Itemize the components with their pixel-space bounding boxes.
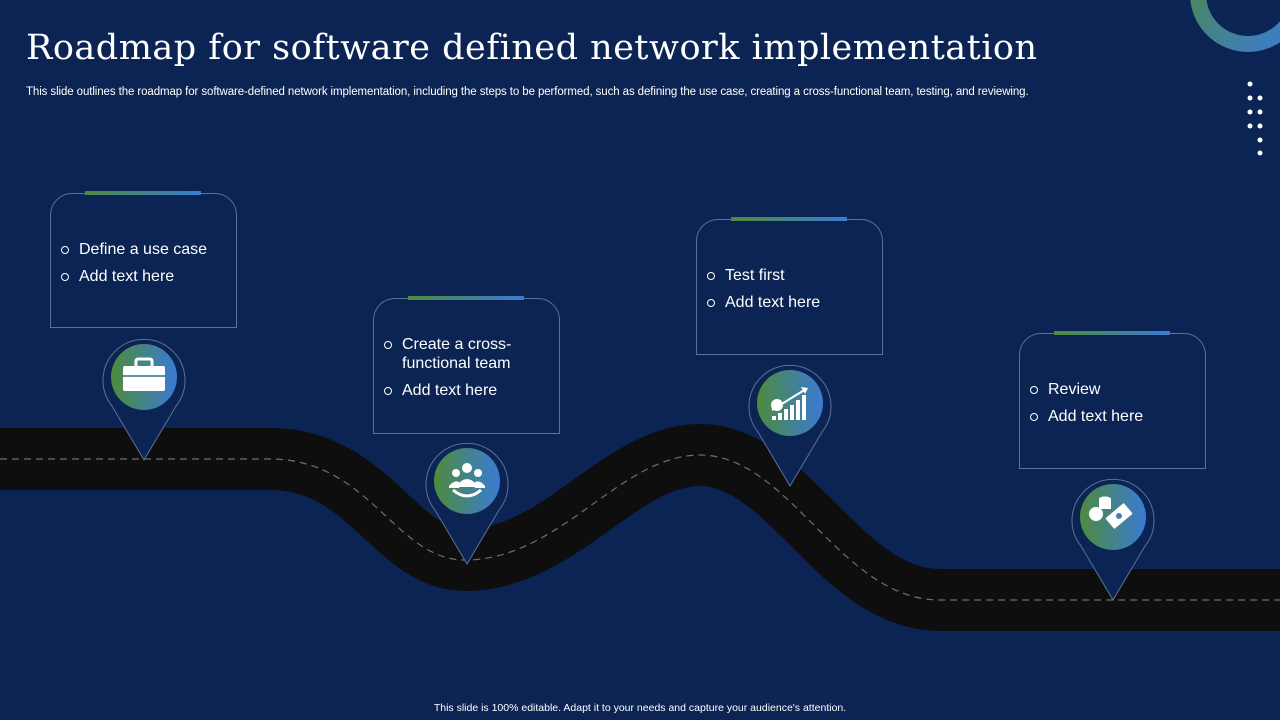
step-3-item-2: Add text here — [707, 293, 874, 312]
briefcase-icon — [123, 357, 165, 391]
money-icon — [1089, 496, 1133, 529]
card-accent-bar — [408, 296, 524, 300]
step-1-item-2: Add text here — [61, 267, 228, 286]
card-accent-bar — [731, 217, 847, 221]
step-4-item-1: Review — [1030, 380, 1197, 399]
card-accent-bar — [1054, 331, 1170, 335]
slide-footer: This slide is 100% editable. Adapt it to… — [433, 702, 847, 714]
step-1-pin — [102, 338, 186, 461]
step-3-pin — [748, 364, 832, 487]
step-4-pin — [1071, 478, 1155, 601]
step-card-1: Define a use case Add text here — [50, 191, 237, 328]
growth-chart-icon — [771, 387, 808, 420]
step-card-4: Review Add text here — [1019, 331, 1206, 469]
step-1-item-1: Define a use case — [61, 240, 228, 259]
decorative-dots — [1247, 81, 1263, 156]
step-card-3: Test first Add text here — [696, 217, 883, 355]
card-accent-bar — [85, 191, 201, 195]
slide-title: Roadmap for software defined network imp… — [26, 28, 1038, 68]
step-2-item-1: Create a cross-functional team — [384, 335, 551, 373]
step-4-item-2: Add text here — [1030, 407, 1197, 426]
step-card-2: Create a cross-functional team Add text … — [373, 296, 560, 434]
step-2-item-2: Add text here — [384, 381, 551, 400]
decorative-ring — [1190, 0, 1280, 52]
step-3-item-1: Test first — [707, 266, 874, 285]
team-icon — [449, 463, 485, 498]
step-2-pin — [425, 442, 509, 565]
slide-subtitle: This slide outlines the roadmap for soft… — [26, 86, 1029, 98]
